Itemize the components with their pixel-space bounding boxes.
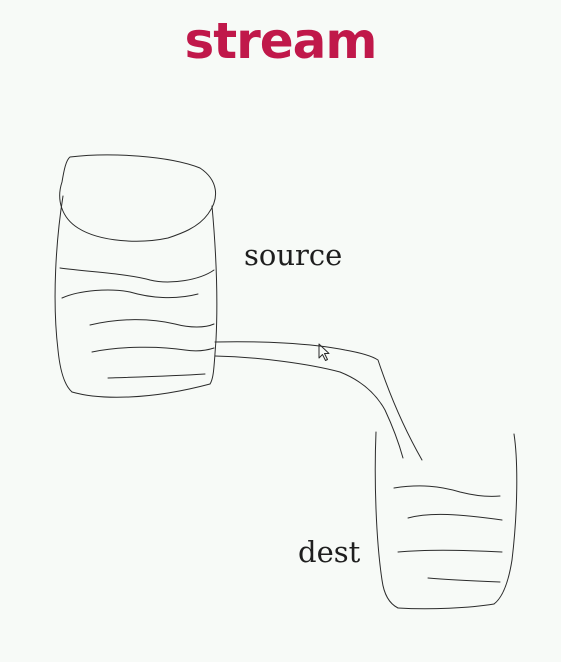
source-water-line-2 bbox=[61, 289, 199, 299]
source-label: source bbox=[244, 238, 343, 272]
dest-container bbox=[374, 431, 518, 610]
stream-pipe bbox=[214, 341, 423, 461]
source-lid bbox=[59, 154, 216, 242]
dest-water-line-2 bbox=[407, 513, 503, 521]
diagram-title: stream bbox=[184, 12, 377, 70]
mouse-pointer-icon bbox=[318, 343, 330, 361]
dest-label: dest bbox=[298, 535, 361, 569]
pipe-upper-edge bbox=[214, 341, 423, 461]
source-right-side bbox=[209, 205, 218, 385]
source-water-line-3 bbox=[89, 319, 215, 328]
dest-right-side bbox=[493, 433, 518, 605]
dest-bottom bbox=[397, 603, 495, 610]
pipe-lower-edge bbox=[214, 355, 404, 459]
source-water-line-4 bbox=[91, 346, 215, 353]
dest-water-line-4 bbox=[427, 577, 501, 583]
source-left-side bbox=[54, 195, 73, 393]
source-container bbox=[54, 154, 218, 398]
dest-water-line-1 bbox=[393, 485, 501, 497]
source-water-line-5 bbox=[107, 373, 206, 379]
source-water-line-1 bbox=[59, 267, 215, 283]
dest-water-line-3 bbox=[397, 549, 503, 553]
dest-left-side bbox=[374, 431, 399, 609]
source-bottom bbox=[71, 383, 211, 398]
